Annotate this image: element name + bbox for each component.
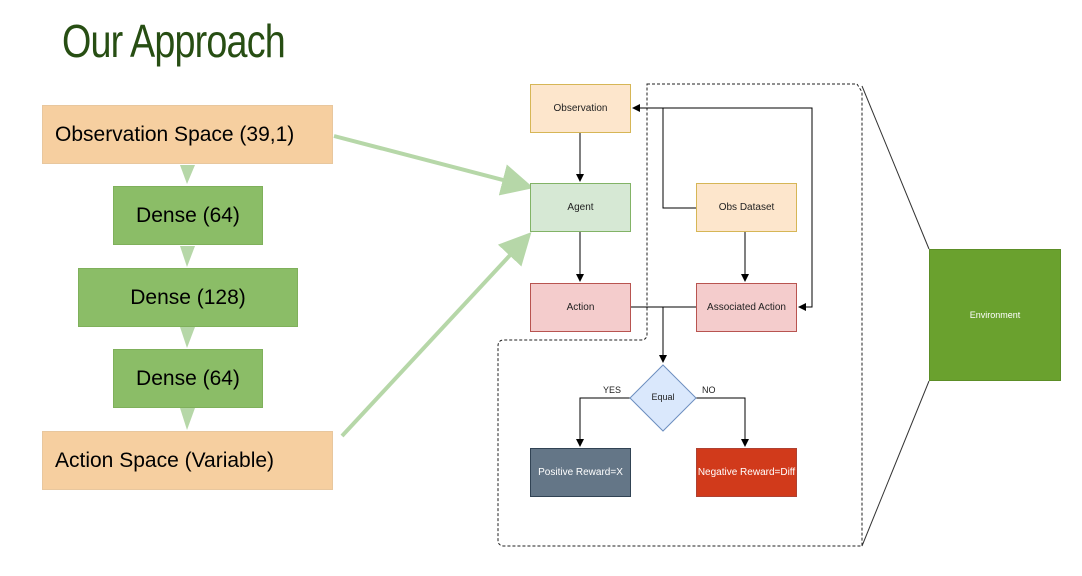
equal-label: Equal — [651, 392, 675, 402]
yes-arrow — [576, 397, 630, 447]
page-title: Our Approach — [62, 15, 286, 67]
dense-layer-2: Dense (128) — [78, 268, 298, 327]
env-line-bottom — [861, 380, 930, 547]
dataset-to-obs-arrow — [632, 104, 696, 209]
nn-connector-2 — [180, 246, 195, 267]
loop-to-assoc-arrow — [663, 107, 813, 311]
action-space-box: Action Space (Variable) — [42, 431, 333, 490]
action-node: Action — [530, 283, 631, 332]
negative-reward-node: Negative Reward=Diff — [696, 448, 797, 497]
nn-connector-1 — [180, 165, 195, 184]
env-line-top — [861, 85, 930, 250]
agent-boundary — [497, 83, 863, 547]
output-to-agent-arrow — [340, 232, 532, 438]
nn-connectors — [180, 165, 195, 430]
input-to-agent-arrow — [333, 134, 534, 196]
observation-space-box: Observation Space (39,1) — [42, 105, 333, 164]
no-arrow — [696, 397, 749, 447]
observation-node: Observation — [530, 84, 631, 133]
nn-connector-3 — [180, 327, 195, 348]
dense-layer-3: Dense (64) — [113, 349, 263, 408]
nn-connector-4 — [180, 408, 195, 430]
yes-label: YES — [603, 385, 622, 395]
associated-action-node: Associated Action — [696, 283, 797, 332]
environment-box: Environment — [929, 249, 1061, 381]
obs-dataset-node: Obs Dataset — [696, 183, 797, 232]
no-label: NO — [702, 385, 716, 395]
dense-layer-1: Dense (64) — [113, 186, 263, 245]
equal-decision-diamond — [629, 364, 697, 432]
agent-node: Agent — [530, 183, 631, 232]
positive-reward-node: Positive Reward=X — [530, 448, 631, 497]
